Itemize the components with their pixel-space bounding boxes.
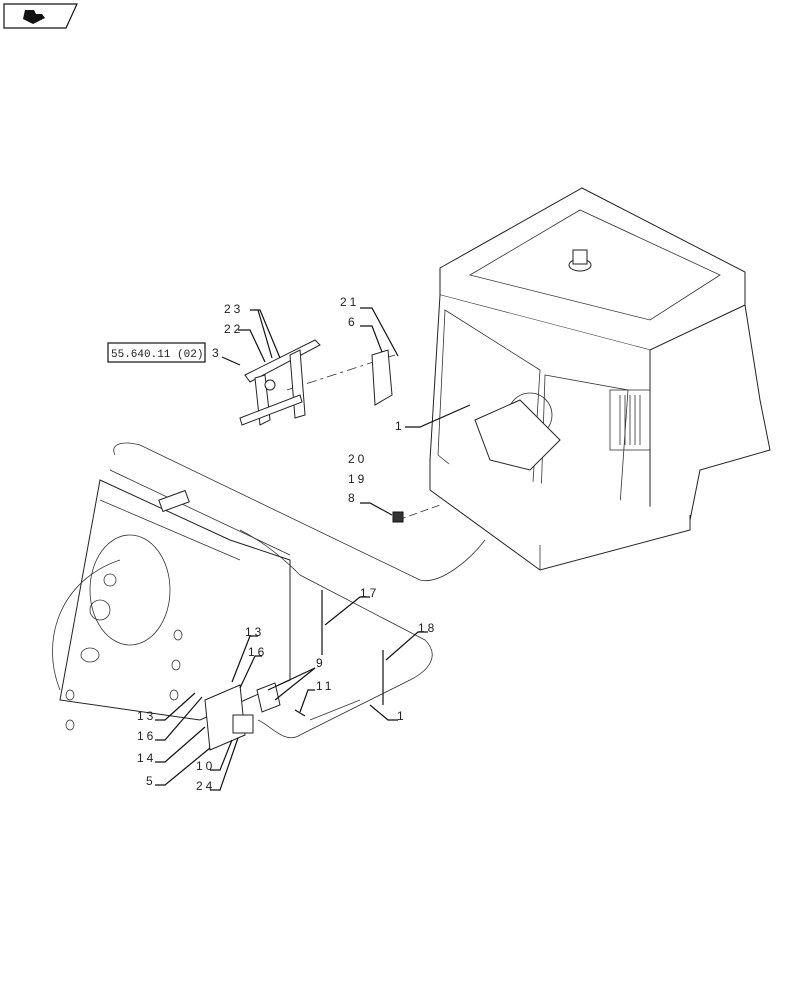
leader-lines: [155, 307, 471, 791]
clip-part: [256, 682, 281, 713]
callout-6: 6: [348, 315, 358, 329]
callout-3: 3: [212, 346, 222, 360]
reference-link-box[interactable]: 55.640.11 (02): [107, 342, 206, 363]
callout-9: 9: [316, 656, 326, 670]
reference-link-text[interactable]: 55.640.11 (02): [111, 349, 203, 361]
book-page-icon[interactable]: [3, 3, 78, 29]
callout-16-top: 16: [248, 645, 267, 659]
bracket-part: [239, 339, 321, 426]
callout-22: 22: [224, 322, 243, 336]
callout-1-harness: 1: [397, 709, 407, 723]
callout-14: 14: [137, 751, 156, 765]
relay-part: [371, 349, 393, 406]
callout-13-left: 13: [137, 709, 156, 723]
callout-16-left: 16: [137, 729, 156, 743]
callout-17: 17: [360, 586, 379, 600]
callout-8: 8: [348, 491, 358, 505]
callout-19: 19: [348, 472, 367, 486]
mounting-plate: [204, 684, 246, 751]
callout-5: 5: [146, 774, 156, 788]
callout-11: 11: [316, 679, 334, 693]
connector-part: [392, 511, 404, 523]
callout-1-cab: 1: [395, 419, 405, 433]
callout-10: 10: [196, 759, 215, 773]
callout-23: 23: [224, 302, 243, 316]
fastener-parts: [294, 590, 384, 717]
machine-frame: [52, 469, 291, 731]
callout-24: 24: [196, 779, 215, 793]
callout-20: 20: [348, 452, 367, 466]
operator-cab: [429, 187, 771, 571]
callout-13-top: 13: [245, 625, 264, 639]
wiring-harness: [113, 354, 486, 738]
callout-21: 21: [340, 295, 359, 309]
relay-box: [232, 714, 254, 734]
callout-18: 18: [418, 621, 437, 635]
